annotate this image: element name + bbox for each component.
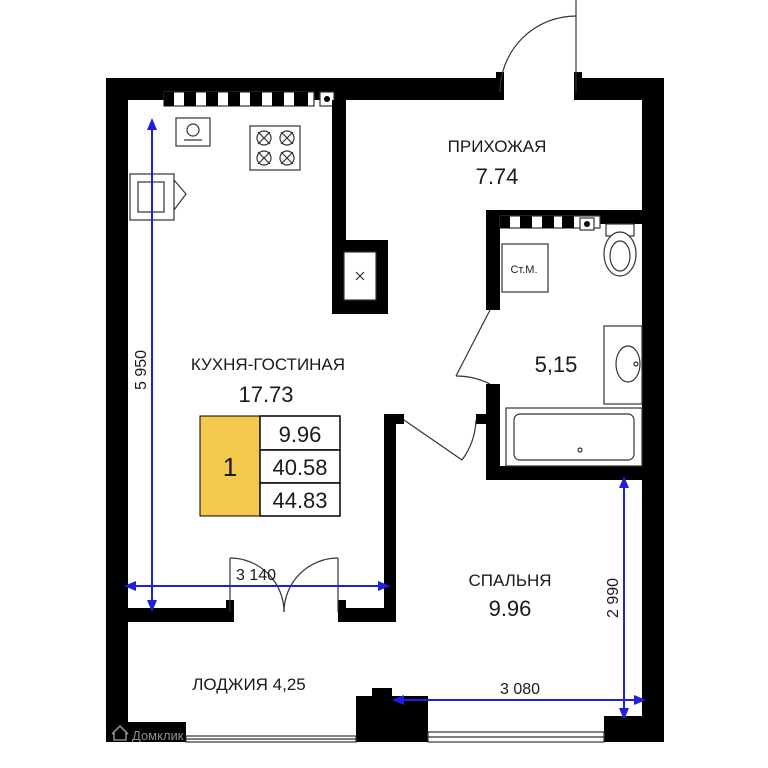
- wall-kitchen-hall: [332, 100, 346, 244]
- bathroom-door-swing: [455, 375, 491, 385]
- watermark: Домклик: [111, 724, 184, 743]
- bedroom-area: 9.96: [489, 596, 532, 621]
- hallway-name: ПРИХОЖАЯ: [448, 137, 547, 156]
- kitchen-height-label: 5 950: [133, 350, 150, 390]
- rooms-count-badge: [199, 415, 261, 517]
- toilet-bowl: [603, 231, 637, 277]
- column-notch: [372, 688, 392, 700]
- bedroom-width-label: 3 080: [500, 681, 540, 698]
- outer-wall-right: [642, 78, 664, 742]
- bathroom-sink: [603, 325, 643, 405]
- hallway-area: 7.74: [476, 164, 519, 189]
- home-icon: [111, 724, 129, 741]
- outer-wall-top-mid: [328, 78, 500, 100]
- bathroom-door-leaf: [455, 309, 491, 377]
- bedroom-door-swing: [461, 419, 477, 461]
- loggia-door-swing-left: [229, 557, 285, 613]
- living-area: 9.96: [279, 422, 322, 447]
- walls: [106, 72, 664, 743]
- watermark-text: Домклик: [132, 728, 184, 743]
- kitchen-name: КУХНЯ-ГОСТИНАЯ: [191, 355, 345, 374]
- wall-bathroom-bottom: [486, 466, 642, 480]
- washer-label: Ст.М.: [510, 264, 537, 276]
- bedroom-height-label: 2 990: [605, 578, 622, 618]
- loggia-name: ЛОДЖИЯ 4,25: [192, 675, 306, 694]
- wall-kitchen-bedroom: [384, 418, 396, 622]
- wall-loggia-left: [128, 608, 230, 622]
- total-area: 40.58: [272, 455, 327, 480]
- dimension-labels: 5 950 3 140 2 990 3 080: [133, 350, 622, 698]
- kitchen-sink: [175, 117, 211, 147]
- entry-door-swing: [499, 15, 577, 93]
- bathroom-area: 5,15: [535, 352, 578, 377]
- outer-wall-bottom-right: [604, 716, 664, 742]
- area-summary: 1 9.96 40.58 44.83: [199, 415, 341, 517]
- total-with-loggia-cell: [259, 482, 341, 517]
- fixtures: [129, 117, 643, 467]
- wall-loggia-right: [340, 608, 396, 622]
- rooms-count: 1: [223, 452, 237, 482]
- dimension-lines: [124, 118, 646, 720]
- bedroom-door-leaf: [403, 419, 463, 461]
- loggia-door-swing-right: [283, 557, 339, 613]
- kitchen-width-label: 3 140: [236, 567, 276, 584]
- kitchen-area: 17.73: [238, 382, 293, 407]
- outer-wall-left: [106, 78, 128, 742]
- washing-machine: [501, 243, 549, 293]
- bathtub: [505, 407, 643, 467]
- entry-jamb-right: [574, 72, 582, 100]
- wall-bathroom-left-lower: [486, 384, 500, 472]
- internal-walls: [128, 100, 642, 622]
- room-labels: ПРИХОЖАЯ 7.74 КУХНЯ-ГОСТИНАЯ 17.73 Ст.М.…: [191, 137, 577, 694]
- column-bottom-center: [356, 696, 428, 742]
- total-with-loggia: 44.83: [272, 488, 327, 513]
- bedroom-name: СПАЛЬНЯ: [468, 571, 551, 590]
- wall-bathroom-left-upper: [486, 210, 500, 310]
